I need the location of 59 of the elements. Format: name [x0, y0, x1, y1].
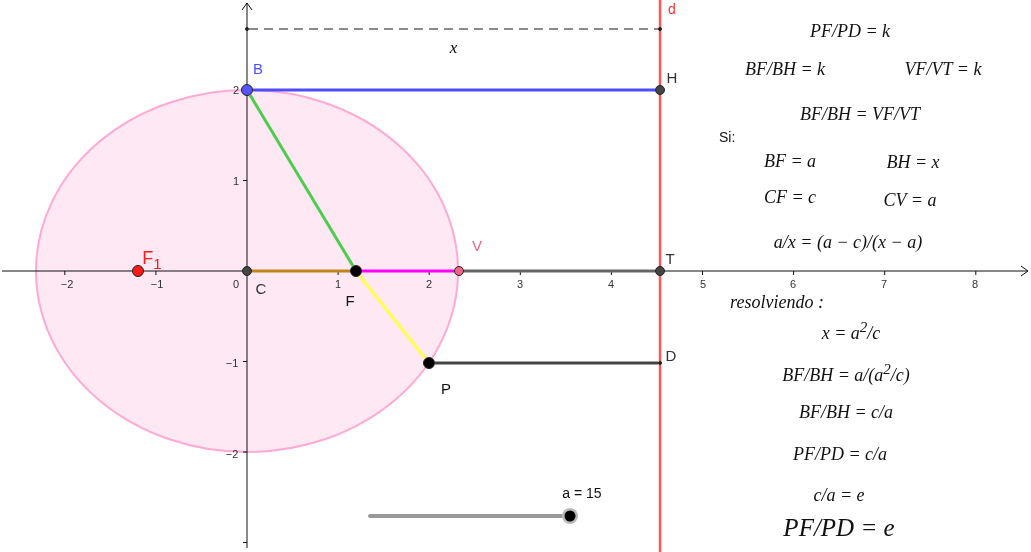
- point-label: F: [345, 292, 355, 308]
- tick-label: 6: [789, 277, 797, 291]
- point-marker: [241, 84, 253, 96]
- point-label: V: [472, 237, 482, 253]
- formula-text: c/a = e: [813, 486, 865, 506]
- formula-text: PF/PD = k: [809, 22, 891, 42]
- tick-label: 2: [425, 277, 433, 291]
- tick-label: 1: [232, 174, 240, 188]
- point-marker: [454, 266, 464, 276]
- tick-label: −1: [225, 356, 239, 370]
- tick-label: 8: [971, 277, 979, 291]
- tick-label: 7: [880, 277, 888, 291]
- point-marker: [245, 27, 249, 31]
- formula-text: x = a$^{2}$/c: [821, 318, 881, 344]
- formula-text: BF = a: [763, 152, 817, 172]
- point-label: T: [665, 250, 675, 266]
- formula-text: CF = c: [763, 188, 817, 208]
- tick-label: 4: [607, 277, 615, 291]
- formula-text: BF/BH = k: [744, 60, 826, 80]
- formula-text: CV = a: [883, 191, 937, 211]
- text-label: a = 15: [562, 486, 602, 502]
- segment-line: [252, 269, 350, 273]
- point-marker: [242, 266, 252, 276]
- formula-text: PF/PD = c/a: [792, 445, 888, 465]
- line-label: d: [668, 2, 676, 18]
- formula-text: PF/PD = e: [783, 514, 895, 542]
- point-marker: [658, 361, 662, 365]
- point-label: H: [666, 69, 678, 85]
- formula-text: BH = x: [886, 153, 940, 173]
- segment-line: [362, 269, 454, 273]
- formula-text: BF/BH = c/a: [798, 403, 894, 423]
- segment-line: [248, 94, 355, 267]
- segment-line: [358, 274, 427, 360]
- point-label: C: [255, 280, 267, 296]
- tick-label: −2: [60, 277, 74, 291]
- segment-line: [464, 269, 655, 273]
- text-label: Si:: [719, 130, 736, 146]
- formula-text: BF/BH = a/(a$^{2}$/c): [782, 360, 910, 386]
- dashed-line: [248, 28, 659, 30]
- tick-label: −1: [150, 277, 164, 291]
- segment-line: [253, 88, 655, 92]
- point-marker: [658, 27, 662, 31]
- formula-text: VF/VT = k: [904, 60, 982, 80]
- point-marker: [655, 85, 665, 95]
- segment-line: [435, 361, 658, 365]
- tick-label: 3: [516, 277, 524, 291]
- point-label: B: [253, 60, 263, 76]
- tick-label: 0: [232, 277, 240, 291]
- tick-label: −2: [225, 447, 239, 461]
- point-label: P: [441, 380, 451, 396]
- tick-label: 2: [232, 83, 240, 97]
- formula-text: BF/BH = VF/VT: [799, 105, 921, 125]
- formula-text: resolviendo :: [730, 293, 824, 313]
- point-label: F$_{1}$: [142, 249, 162, 271]
- point-marker: [655, 266, 665, 276]
- point-label: D: [665, 347, 677, 363]
- tick-label: 5: [699, 277, 707, 291]
- formula-text: a/x = (a − c)/(x − a): [773, 233, 923, 253]
- tick-label: 1: [334, 277, 342, 291]
